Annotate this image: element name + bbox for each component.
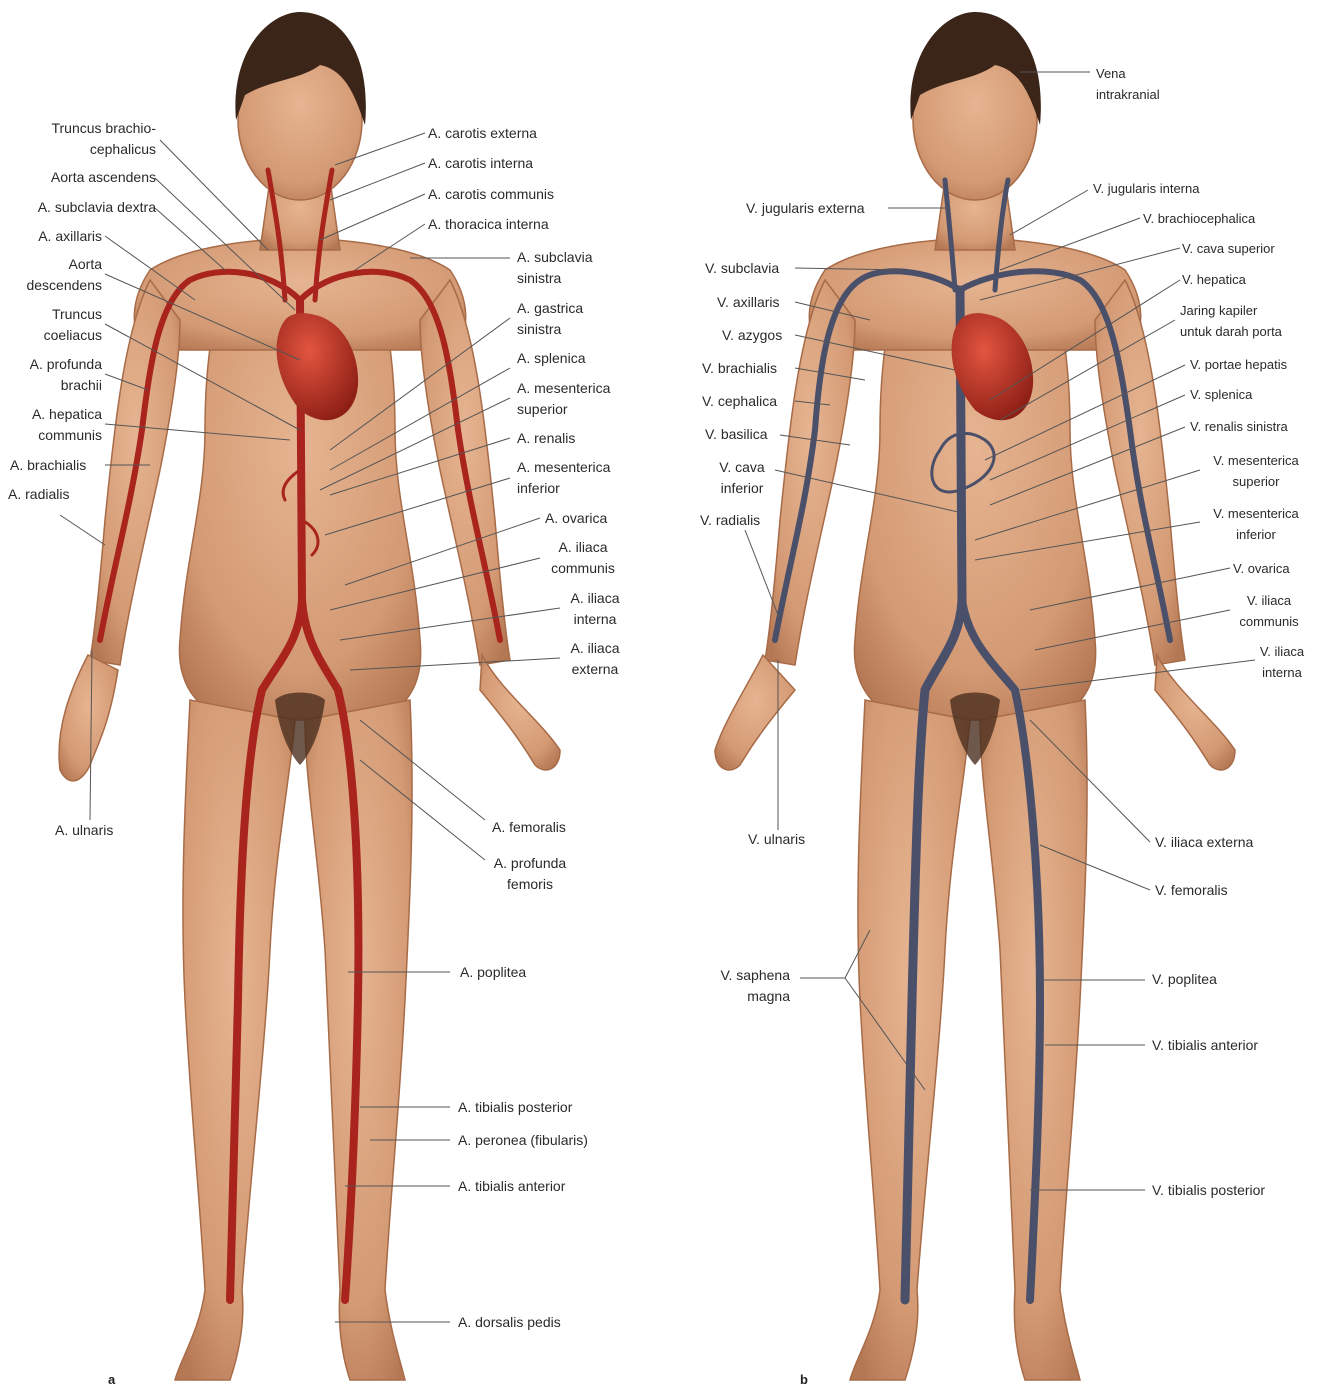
- label-a-ovarica: A. ovarica: [545, 508, 607, 529]
- label-a-carotis-externa: A. carotis externa: [428, 123, 537, 144]
- label-a-subclavia-dextra: A. subclavia dextra: [5, 197, 156, 218]
- label-a-poplitea: A. poplitea: [460, 962, 526, 983]
- label-a-ulnaris: A. ulnaris: [55, 820, 113, 841]
- label-v-brachiocephalica: V. brachiocephalica: [1143, 208, 1255, 229]
- label-v-jugularis-interna: V. jugularis interna: [1093, 178, 1199, 199]
- label-a-brachialis: A. brachialis: [10, 455, 86, 476]
- label-v-iliaca-externa: V. iliaca externa: [1155, 832, 1253, 853]
- label-v-renalis-sinistra: V. renalis sinistra: [1190, 416, 1288, 437]
- label-v-portae-hepatis: V. portae hepatis: [1190, 354, 1287, 375]
- label-v-jugularis-externa: V. jugularis externa: [746, 198, 865, 219]
- label-a-splenica: A. splenica: [517, 348, 585, 369]
- label-a-renalis: A. renalis: [517, 428, 575, 449]
- label-v-subclavia: V. subclavia: [705, 258, 779, 279]
- label-aorta-ascendens: Aorta ascendens: [10, 167, 156, 188]
- label-v-basilica: V. basilica: [705, 424, 768, 445]
- label-v-ulnaris: V. ulnaris: [748, 829, 805, 850]
- label-v-splenica: V. splenica: [1190, 384, 1252, 405]
- label-a-radialis: A. radialis: [8, 484, 69, 505]
- label-v-cephalica: V. cephalica: [702, 391, 777, 412]
- label-a-carotis-communis: A. carotis communis: [428, 184, 554, 205]
- label-a-tibialis-anterior: A. tibialis anterior: [458, 1176, 565, 1197]
- panel-letter-a: a: [108, 1372, 115, 1387]
- label-v-poplitea: V. poplitea: [1152, 969, 1217, 990]
- label-v-azygos: V. azygos: [722, 325, 782, 346]
- label-v-tibialis-anterior: V. tibialis anterior: [1152, 1035, 1258, 1056]
- label-a-carotis-interna: A. carotis interna: [428, 153, 533, 174]
- label-a-peronea-fibularis: A. peronea (fibularis): [458, 1130, 588, 1151]
- panel-letter-b: b: [800, 1372, 808, 1387]
- label-v-ovarica: V. ovarica: [1233, 558, 1290, 579]
- label-truncus-brachiocephalicus: Truncus brachio-cephalicus: [10, 118, 156, 160]
- label-v-hepatica: V. hepatica: [1182, 269, 1246, 290]
- label-v-cava-superior: V. cava superior: [1182, 238, 1275, 259]
- label-v-tibialis-posterior: V. tibialis posterior: [1152, 1180, 1265, 1201]
- label-a-femoralis: A. femoralis: [492, 817, 566, 838]
- label-v-axillaris: V. axillaris: [717, 292, 780, 313]
- label-a-thoracica-interna: A. thoracica interna: [428, 214, 549, 235]
- label-v-radialis: V. radialis: [700, 510, 760, 531]
- label-a-tibialis-posterior: A. tibialis posterior: [458, 1097, 572, 1118]
- label-a-dorsalis-pedis: A. dorsalis pedis: [458, 1312, 561, 1333]
- label-v-brachialis: V. brachialis: [702, 358, 777, 379]
- label-a-axillaris: A. axillaris: [5, 226, 102, 247]
- label-v-femoralis: V. femoralis: [1155, 880, 1228, 901]
